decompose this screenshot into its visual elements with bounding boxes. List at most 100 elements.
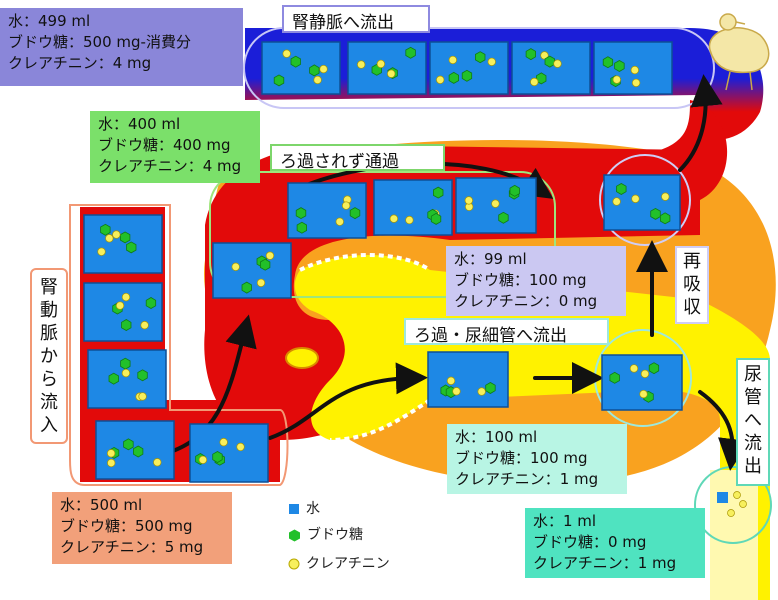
creatinine-molecule — [138, 392, 147, 401]
glucose-molecule — [430, 212, 442, 225]
info-box-urine: 水：1 ml ブドウ糖：0 mg クレアチニン：1 mg — [525, 508, 705, 578]
glucose-molecule — [609, 371, 620, 384]
capsule-dash — [299, 253, 432, 442]
creatinine-molecule — [727, 509, 735, 517]
urine-water: 水：1 ml — [533, 512, 597, 530]
arrow-to-tubule — [268, 362, 428, 440]
creatinine-molecule — [236, 442, 245, 452]
glucose-molecule — [145, 297, 157, 309]
arrow-to-ureter — [698, 390, 750, 471]
info-box-reabsorbed: 水：99 ml ブドウ糖：100 mg クレアチニン：0 mg — [446, 246, 626, 316]
creatinine-molecule — [387, 69, 396, 78]
glucose-molecule — [296, 221, 308, 234]
arrow-to-glomerulus — [158, 314, 257, 457]
legend-glucose: ブドウ糖 — [288, 524, 363, 544]
reabsorbed-water: 水：99 ml — [454, 250, 527, 268]
glucose-molecule — [544, 55, 555, 68]
not-filtered-creatinine: クレアチニン：4 mg — [98, 157, 242, 175]
creatinine-molecule — [631, 78, 641, 87]
fluid-container — [95, 420, 175, 480]
glomerulus-center — [285, 347, 319, 369]
ureter-end — [710, 470, 758, 600]
creatinine-molecule — [121, 292, 131, 302]
creatinine-molecule — [612, 75, 621, 84]
glucose-molecule — [485, 382, 496, 394]
venous-creatinine: クレアチニン：4 mg — [8, 54, 152, 72]
creatinine-molecule — [335, 217, 344, 226]
inflow-glucose: ブドウ糖：500 mg — [60, 517, 193, 535]
outline-not-filtered — [209, 171, 556, 298]
creatinine-molecule — [357, 60, 366, 69]
glucose-molecule — [614, 60, 625, 72]
creatinine-molecule — [219, 438, 228, 447]
inflow-water: 水：500 ml — [60, 496, 143, 514]
glucose-molecule — [525, 48, 536, 61]
fluid-container — [603, 174, 681, 231]
creatinine-molecule — [319, 64, 328, 74]
cell-group — [83, 41, 747, 517]
glucose-molecule — [212, 451, 223, 463]
label-renal-artery-in: 腎 動 脈 か ら 流 入 — [30, 268, 68, 444]
fluid-container — [429, 41, 509, 95]
glucose-molecule — [295, 207, 307, 220]
glucose-molecule — [100, 223, 111, 236]
glucose-molecule — [536, 72, 547, 85]
glucose-molecule — [121, 319, 132, 331]
creatinine-molecule — [661, 192, 670, 201]
creatinine-molecule — [405, 215, 414, 225]
creatinine-molecule — [313, 75, 322, 85]
glucose-molecule — [448, 71, 460, 84]
not-filtered-glucose: ブドウ糖：400 mg — [98, 136, 231, 154]
filtrate-creatinine: クレアチニン：1 mg — [455, 470, 599, 488]
creatinine-molecule — [115, 301, 125, 310]
creatinine-molecule — [389, 214, 399, 223]
creatinine-molecule — [231, 262, 240, 271]
fluid-container — [287, 182, 367, 239]
glucose-molecule — [461, 69, 473, 82]
filtrate-water: 水：100 ml — [455, 428, 538, 446]
fluid-container — [83, 282, 163, 342]
creatinine-molecule — [198, 455, 208, 465]
creatinine-molecule — [530, 77, 539, 87]
arrow-venous-up — [678, 74, 723, 172]
venous-glucose: ブドウ糖：500 mg-消費分 — [8, 33, 191, 51]
info-box-inflow: 水：500 ml ブドウ糖：500 mg クレアチニン：5 mg — [52, 492, 232, 564]
creatinine-molecule — [446, 376, 456, 385]
glucose-molecule — [309, 64, 320, 77]
label-reabsorption: 再 吸 収 — [675, 246, 709, 324]
urine-sample — [717, 491, 747, 517]
fluid-container — [83, 214, 163, 274]
glucose-molecule — [120, 357, 131, 370]
fluid-container — [261, 41, 341, 95]
creatinine-molecule — [436, 75, 445, 84]
creatinine-molecule — [140, 321, 149, 330]
fluid-container — [427, 351, 509, 408]
creatinine-molecule — [341, 201, 351, 210]
creatinine-molecule — [491, 199, 500, 208]
creatinine-molecule — [464, 196, 473, 205]
glucose-molecule — [273, 74, 285, 87]
creatinine-molecule — [452, 387, 461, 396]
creatinine-molecule — [112, 230, 121, 239]
fluid-container — [189, 423, 269, 483]
creatinine-molecule — [256, 278, 266, 287]
legend-creatinine: クレアチニン — [288, 553, 390, 573]
creatinine-molecule — [265, 251, 275, 260]
glucose-molecule — [259, 258, 271, 271]
creatinine-marker-icon — [288, 558, 300, 570]
urine-glucose: ブドウ糖：0 mg — [533, 533, 647, 551]
creatinine-molecule — [631, 194, 640, 203]
reabsorbed-glucose: ブドウ糖：100 mg — [454, 271, 587, 289]
glucose-molecule — [137, 369, 148, 382]
creatinine-molecule — [376, 59, 386, 69]
glucose-molecule — [616, 183, 627, 195]
creatinine-molecule — [97, 247, 106, 256]
glucose-molecule — [432, 186, 444, 199]
creatinine-molecule — [282, 49, 291, 58]
creatinine-molecule — [448, 55, 457, 65]
fluid-container — [347, 41, 427, 95]
label-filtration-tubule-out: ろ過・尿細管へ流出 — [404, 318, 609, 346]
urine-creatinine: クレアチニン：1 mg — [533, 554, 677, 572]
label-not-filtered-pass: ろ過されず通過 — [270, 144, 445, 172]
